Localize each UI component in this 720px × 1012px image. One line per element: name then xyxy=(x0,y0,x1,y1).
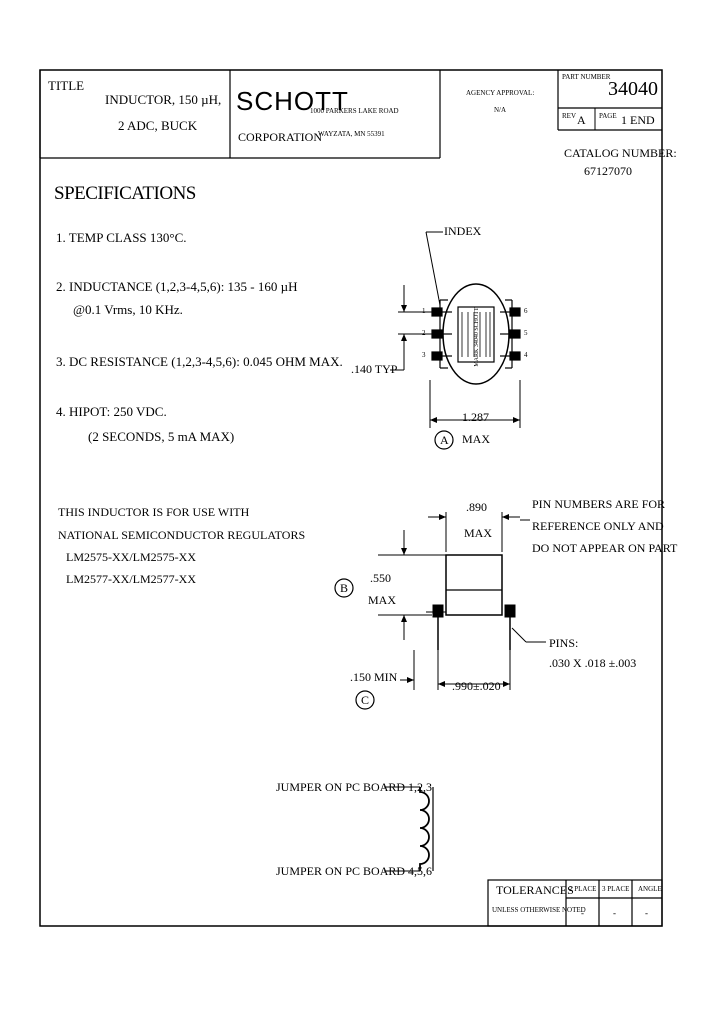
spec-inductance-condition: @0.1 Vrms, 10 KHz. xyxy=(73,302,183,317)
view-a-circle xyxy=(434,430,454,450)
pin-label-5: 5 xyxy=(524,329,528,337)
company-logo-name: SCHOTT xyxy=(236,86,349,116)
catalog-label: CATALOG NUMBER: xyxy=(564,146,677,160)
index-label: INDEX xyxy=(444,224,482,238)
pin-label-4: 4 xyxy=(524,351,528,359)
jumper-label-2: JUMPER ON PC BOARD 4,5,6 xyxy=(276,864,433,878)
view-c-letter: C xyxy=(361,693,370,707)
agency-label: AGENCY APPROVAL: xyxy=(466,89,535,97)
specifications-heading: SPECIFICATIONS xyxy=(54,183,196,204)
spacing-label: .990±.020 xyxy=(452,679,501,693)
catalog-value: 67127070 xyxy=(584,164,632,178)
spec-temp-class: 1. TEMP CLASS 130°C. xyxy=(56,230,187,245)
spec-hipot: 4. HIPOT: 250 VDC. xyxy=(56,404,167,419)
pin-note-line-2: REFERENCE ONLY AND xyxy=(532,519,664,533)
agency-value: N/A xyxy=(494,106,507,114)
part-number: 34040 xyxy=(608,78,658,100)
spec-inductance: 2. INDUCTANCE (1,2,3-4,5,6): 135 - 160 µ… xyxy=(56,279,298,294)
pin-note-line-3: DO NOT APPEAR ON PART xyxy=(532,541,678,555)
pin-note-line-1: PIN NUMBERS ARE FOR xyxy=(532,497,666,511)
pitch-label: .140 TYP xyxy=(351,362,398,376)
spec-hipot-condition: (2 SECONDS, 5 mA MAX) xyxy=(88,429,235,444)
title-label: TITLE xyxy=(48,78,85,93)
part-marking-text: MARK 34040 SCHOTT xyxy=(474,307,480,367)
pin-label-6: 6 xyxy=(524,307,528,315)
width-max: MAX xyxy=(462,432,491,446)
tolerances-sub: UNLESS OTHERWISE NOTED xyxy=(492,906,586,914)
jumper-label-1: JUMPER ON PC BOARD 1,2,3 xyxy=(276,780,433,794)
usage-note-line-4: LM2577-XX/LM2577-XX xyxy=(66,572,196,586)
usage-note-line-3: LM2575-XX/LM2575-XX xyxy=(66,550,196,564)
depth-label: .890 xyxy=(466,500,487,514)
rev-label: REV xyxy=(562,112,576,120)
view-b-letter: B xyxy=(340,581,349,595)
depth-max: MAX xyxy=(464,526,493,540)
view-a-letter: A xyxy=(440,433,449,447)
top-view-drawing xyxy=(390,231,521,450)
tolerance-val-3-place: - xyxy=(613,908,616,918)
usage-note-line-1: THIS INDUCTOR IS FOR USE WITH xyxy=(58,505,250,519)
left-pins xyxy=(431,307,452,361)
tolerance-val-2-place: - xyxy=(581,908,584,918)
right-pins xyxy=(500,307,521,361)
tolerance-col-angle: ANGLE xyxy=(638,885,662,893)
height-max: MAX xyxy=(368,593,397,607)
tolerance-table xyxy=(487,879,663,927)
rev-value: A xyxy=(577,113,586,127)
pin-label-1: 1 xyxy=(422,307,426,315)
pins-leader xyxy=(511,627,527,643)
address-line-1: 1000 PARKERS LAKE ROAD xyxy=(310,107,399,115)
side-body xyxy=(445,554,503,616)
tolerance-val-angle: - xyxy=(645,908,648,918)
page-value: 1 END xyxy=(621,113,655,127)
pin-label-2: 2 xyxy=(422,329,426,337)
tolerance-col-3-place: 3 PLACE xyxy=(602,885,630,893)
pins-dims: .030 X .018 ±.003 xyxy=(549,656,637,670)
spec-dc-resistance: 3. DC RESISTANCE (1,2,3-4,5,6): 0.045 OH… xyxy=(56,354,343,369)
title-line-2: 2 ADC, BUCK xyxy=(118,118,198,133)
address-line-2: WAYZATA, MN 55391 xyxy=(318,130,385,138)
schematic-coil xyxy=(384,786,434,872)
sheet-border xyxy=(39,69,663,927)
title-line-1: INDUCTOR, 150 µH, xyxy=(105,92,222,107)
view-b-circle xyxy=(334,578,354,598)
view-c-circle xyxy=(355,690,375,710)
pin-label-3: 3 xyxy=(422,351,426,359)
tolerances-label: TOLERANCES xyxy=(496,883,574,897)
side-view-drawing xyxy=(334,512,546,710)
usage-note-line-2: NATIONAL SEMICONDUCTOR REGULATORS xyxy=(58,528,306,542)
pins-label: PINS: xyxy=(549,636,579,650)
width-label: 1.287 xyxy=(462,410,489,424)
company-sub: CORPORATION xyxy=(238,130,323,144)
page-label: PAGE xyxy=(599,112,617,120)
part-label-box xyxy=(457,306,495,363)
tolerance-col-2-place: 2 PLACE xyxy=(569,885,597,893)
height-label: .550 xyxy=(370,571,391,585)
part-number-label: PART NUMBER xyxy=(562,73,611,81)
standoff-label: .150 MIN xyxy=(350,670,398,684)
